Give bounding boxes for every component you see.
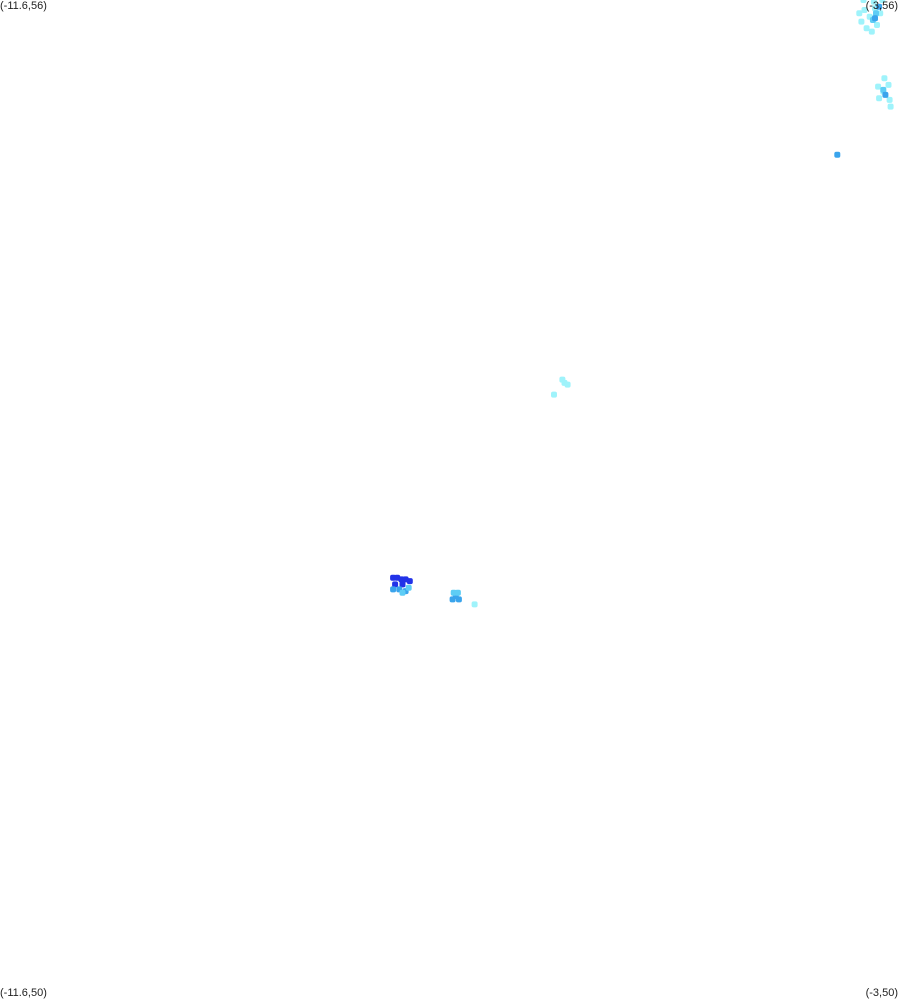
density-cell [875, 83, 882, 90]
density-cell [882, 91, 889, 98]
density-cell [873, 10, 879, 17]
density-cell [863, 25, 870, 32]
density-cell [551, 391, 557, 398]
density-cell [861, 7, 868, 13]
density-cell [876, 3, 883, 10]
density-cell [874, 22, 880, 28]
density-cell [405, 584, 412, 591]
density-cell [868, 28, 875, 35]
density-cell [870, 0, 877, 5]
central-cluster [551, 376, 571, 398]
density-cell [872, 15, 878, 22]
north-east-cluster-a [856, 0, 886, 35]
density-cell [564, 381, 571, 388]
density-cell [399, 581, 406, 588]
density-cell [881, 75, 888, 82]
south-cluster-small [449, 589, 478, 608]
corner-label-bottom-left: (-11.6,50) [0, 987, 47, 999]
density-cell [471, 601, 478, 608]
density-cell [887, 103, 894, 110]
density-cell [858, 18, 865, 25]
corner-label-top-left: (-11.6,56) [0, 0, 47, 12]
density-cell [876, 95, 883, 102]
density-cell [880, 86, 887, 93]
density-cell [886, 96, 893, 103]
density-cell [856, 10, 863, 17]
density-cell [390, 586, 397, 593]
single-point-east [834, 151, 841, 158]
density-cell [455, 596, 462, 603]
density-cell [449, 596, 456, 603]
north-east-cluster-b [875, 75, 894, 110]
density-cell [406, 578, 413, 585]
density-cell [559, 376, 566, 383]
corner-label-bottom-right: (-3,50) [865, 987, 898, 999]
corner-label-top-right: (-3,56) [865, 0, 898, 12]
density-cell [885, 81, 892, 88]
density-cell [392, 581, 399, 588]
density-cell [834, 151, 841, 158]
point-clusters [390, 0, 894, 608]
density-cell [879, 0, 886, 3]
density-cell [399, 589, 406, 596]
density-cell [860, 0, 867, 3]
density-cell [450, 589, 457, 596]
south-cluster-dense [390, 574, 413, 596]
